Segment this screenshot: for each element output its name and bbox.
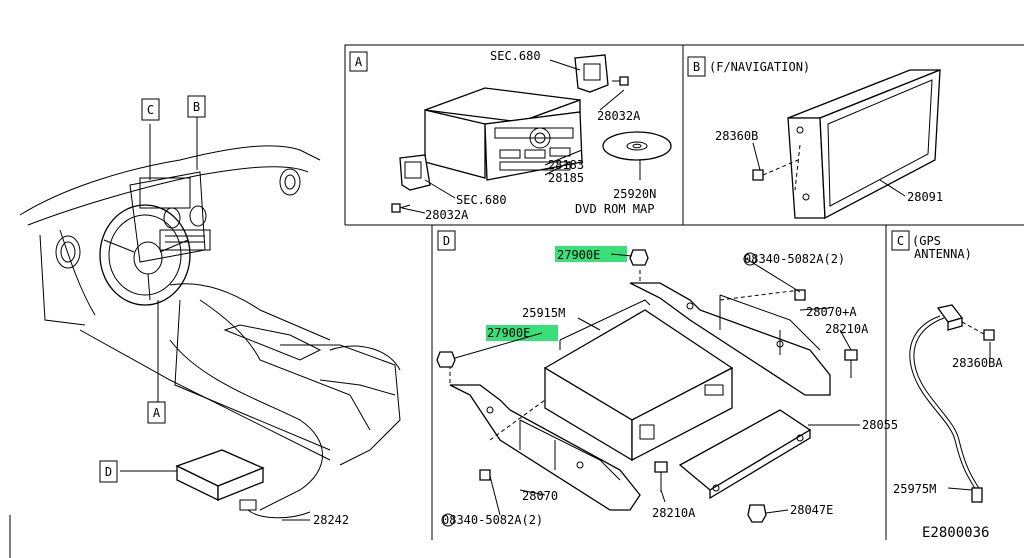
label-28183: 28183 — [548, 158, 584, 172]
dashboard-illustration — [19, 115, 401, 521]
nav-control-unit — [175, 449, 265, 502]
panel-c-letter: C — [897, 234, 904, 248]
panel-d-tag — [437, 230, 456, 251]
panel-b-title: (F/NAVIGATION) — [709, 60, 810, 74]
label-28070: 28070 — [522, 489, 558, 503]
label-28055: 28055 — [862, 418, 898, 432]
standard-part-symbol-top — [743, 252, 757, 266]
label-08340-5082a-bottom: 08340-5082A(2) — [442, 513, 543, 527]
label-sec680-bottom: SEC.680 — [456, 193, 507, 207]
panel-a-letter: A — [355, 55, 363, 69]
panel-d: D — [436, 230, 898, 527]
label-28185: 28185 — [548, 171, 584, 185]
gps-antenna — [936, 304, 964, 331]
bolt-28210a-right — [844, 349, 858, 361]
label-28360b: 28360B — [715, 129, 758, 143]
label-25975m: 25975M — [893, 482, 936, 496]
nut-27900e-top — [629, 249, 649, 266]
standard-part-symbol-bottom — [441, 513, 455, 527]
callout-c-letter: C — [147, 103, 154, 117]
label-28032a-bottom: 28032A — [425, 208, 469, 222]
callout-d[interactable]: D — [99, 460, 118, 483]
callout-a-letter: A — [153, 406, 161, 420]
label-28360ba: 28360BA — [952, 356, 1003, 370]
diagram-id: E2800036 — [922, 525, 989, 541]
panel-c-title-line2: ANTENNA) — [914, 247, 972, 261]
label-28047e: 28047E — [790, 503, 833, 517]
bolt-08340-bottom — [479, 469, 491, 481]
panel-c: C (GPS ANTENNA) 28360BA 25975M — [891, 230, 1003, 503]
callout-b-letter: B — [193, 100, 200, 114]
label-27900e-left: 27900E — [487, 326, 530, 340]
label-28210a-right: 28210A — [825, 322, 869, 336]
bolt-28210a-bottom — [654, 461, 668, 473]
navigation-control-unit — [543, 299, 734, 462]
audio-head-unit — [424, 87, 583, 181]
label-sec680-top: SEC.680 — [490, 49, 541, 63]
panel-a-border — [344, 44, 1024, 225]
label-28070-plus-a: 28070+A — [806, 305, 857, 319]
panel-a-tag — [349, 51, 368, 72]
panel-b-tag — [687, 56, 706, 77]
panel-d-letter: D — [443, 234, 450, 248]
bolt-08340-top — [794, 289, 806, 301]
label-28091: 28091 — [907, 190, 943, 204]
panel-c-title-line1: (GPS — [912, 234, 941, 248]
label-25920n: 25920N — [613, 187, 656, 201]
label-27900e-top: 27900E — [557, 248, 600, 262]
label-28242: 28242 — [313, 513, 349, 527]
callout-a[interactable]: A — [147, 401, 166, 424]
label-dvd-rom-map: DVD ROM MAP — [575, 202, 654, 216]
label-28032a-top: 28032A — [597, 109, 641, 123]
label-25915m: 25915M — [522, 306, 565, 320]
callout-c[interactable]: C — [141, 98, 160, 121]
nut-27900e-left — [436, 351, 456, 368]
callout-d-letter: D — [105, 465, 112, 479]
clip-28047e — [747, 504, 767, 523]
label-28210a-bottom: 28210A — [652, 506, 696, 520]
panel-c-tag — [891, 230, 910, 251]
highlight-27900e-left — [486, 325, 558, 341]
highlight-27900e-top — [555, 246, 627, 262]
label-08340-5082a-top: 08340-5082A(2) — [744, 252, 845, 266]
panel-b-letter: B — [693, 60, 700, 74]
panel-a: A — [349, 49, 672, 222]
panel-b: B (F/NAVIGATION) 28360B 28091 — [687, 56, 943, 220]
navigation-display — [787, 69, 941, 220]
callout-b[interactable]: B — [187, 95, 206, 118]
